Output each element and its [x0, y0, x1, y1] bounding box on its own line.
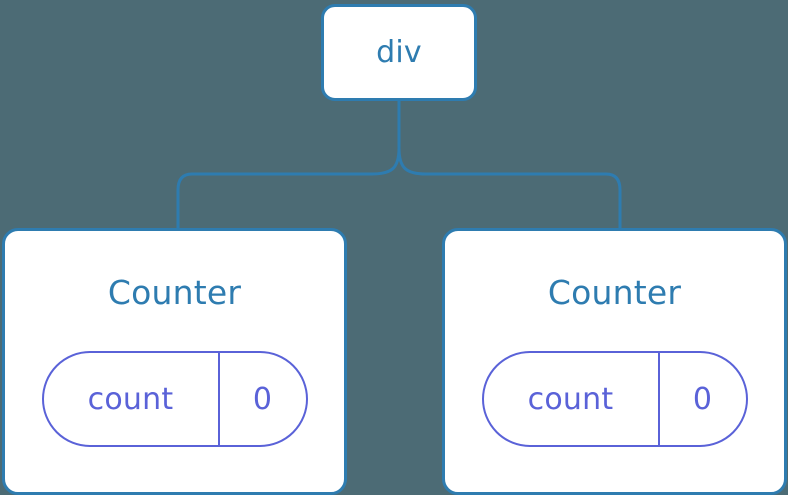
node-counter-left[interactable]: Counter count 0	[2, 228, 347, 495]
node-counter-right[interactable]: Counter count 0	[442, 228, 787, 495]
state-value-right: 0	[692, 381, 713, 417]
state-pill-left[interactable]: count 0	[41, 351, 308, 447]
state-value-left: 0	[252, 381, 273, 417]
edge-root-to-counter-right	[397, 146, 622, 230]
edge-root-to-counter-left	[176, 146, 401, 230]
state-key-right: count	[484, 353, 660, 445]
state-pill-right[interactable]: count 0	[481, 351, 748, 447]
state-key-left: count	[44, 353, 220, 445]
node-div-label: div	[376, 34, 422, 70]
node-counter-left-label: Counter	[107, 273, 242, 312]
node-div[interactable]: div	[321, 4, 477, 101]
node-counter-right-label: Counter	[547, 273, 682, 312]
